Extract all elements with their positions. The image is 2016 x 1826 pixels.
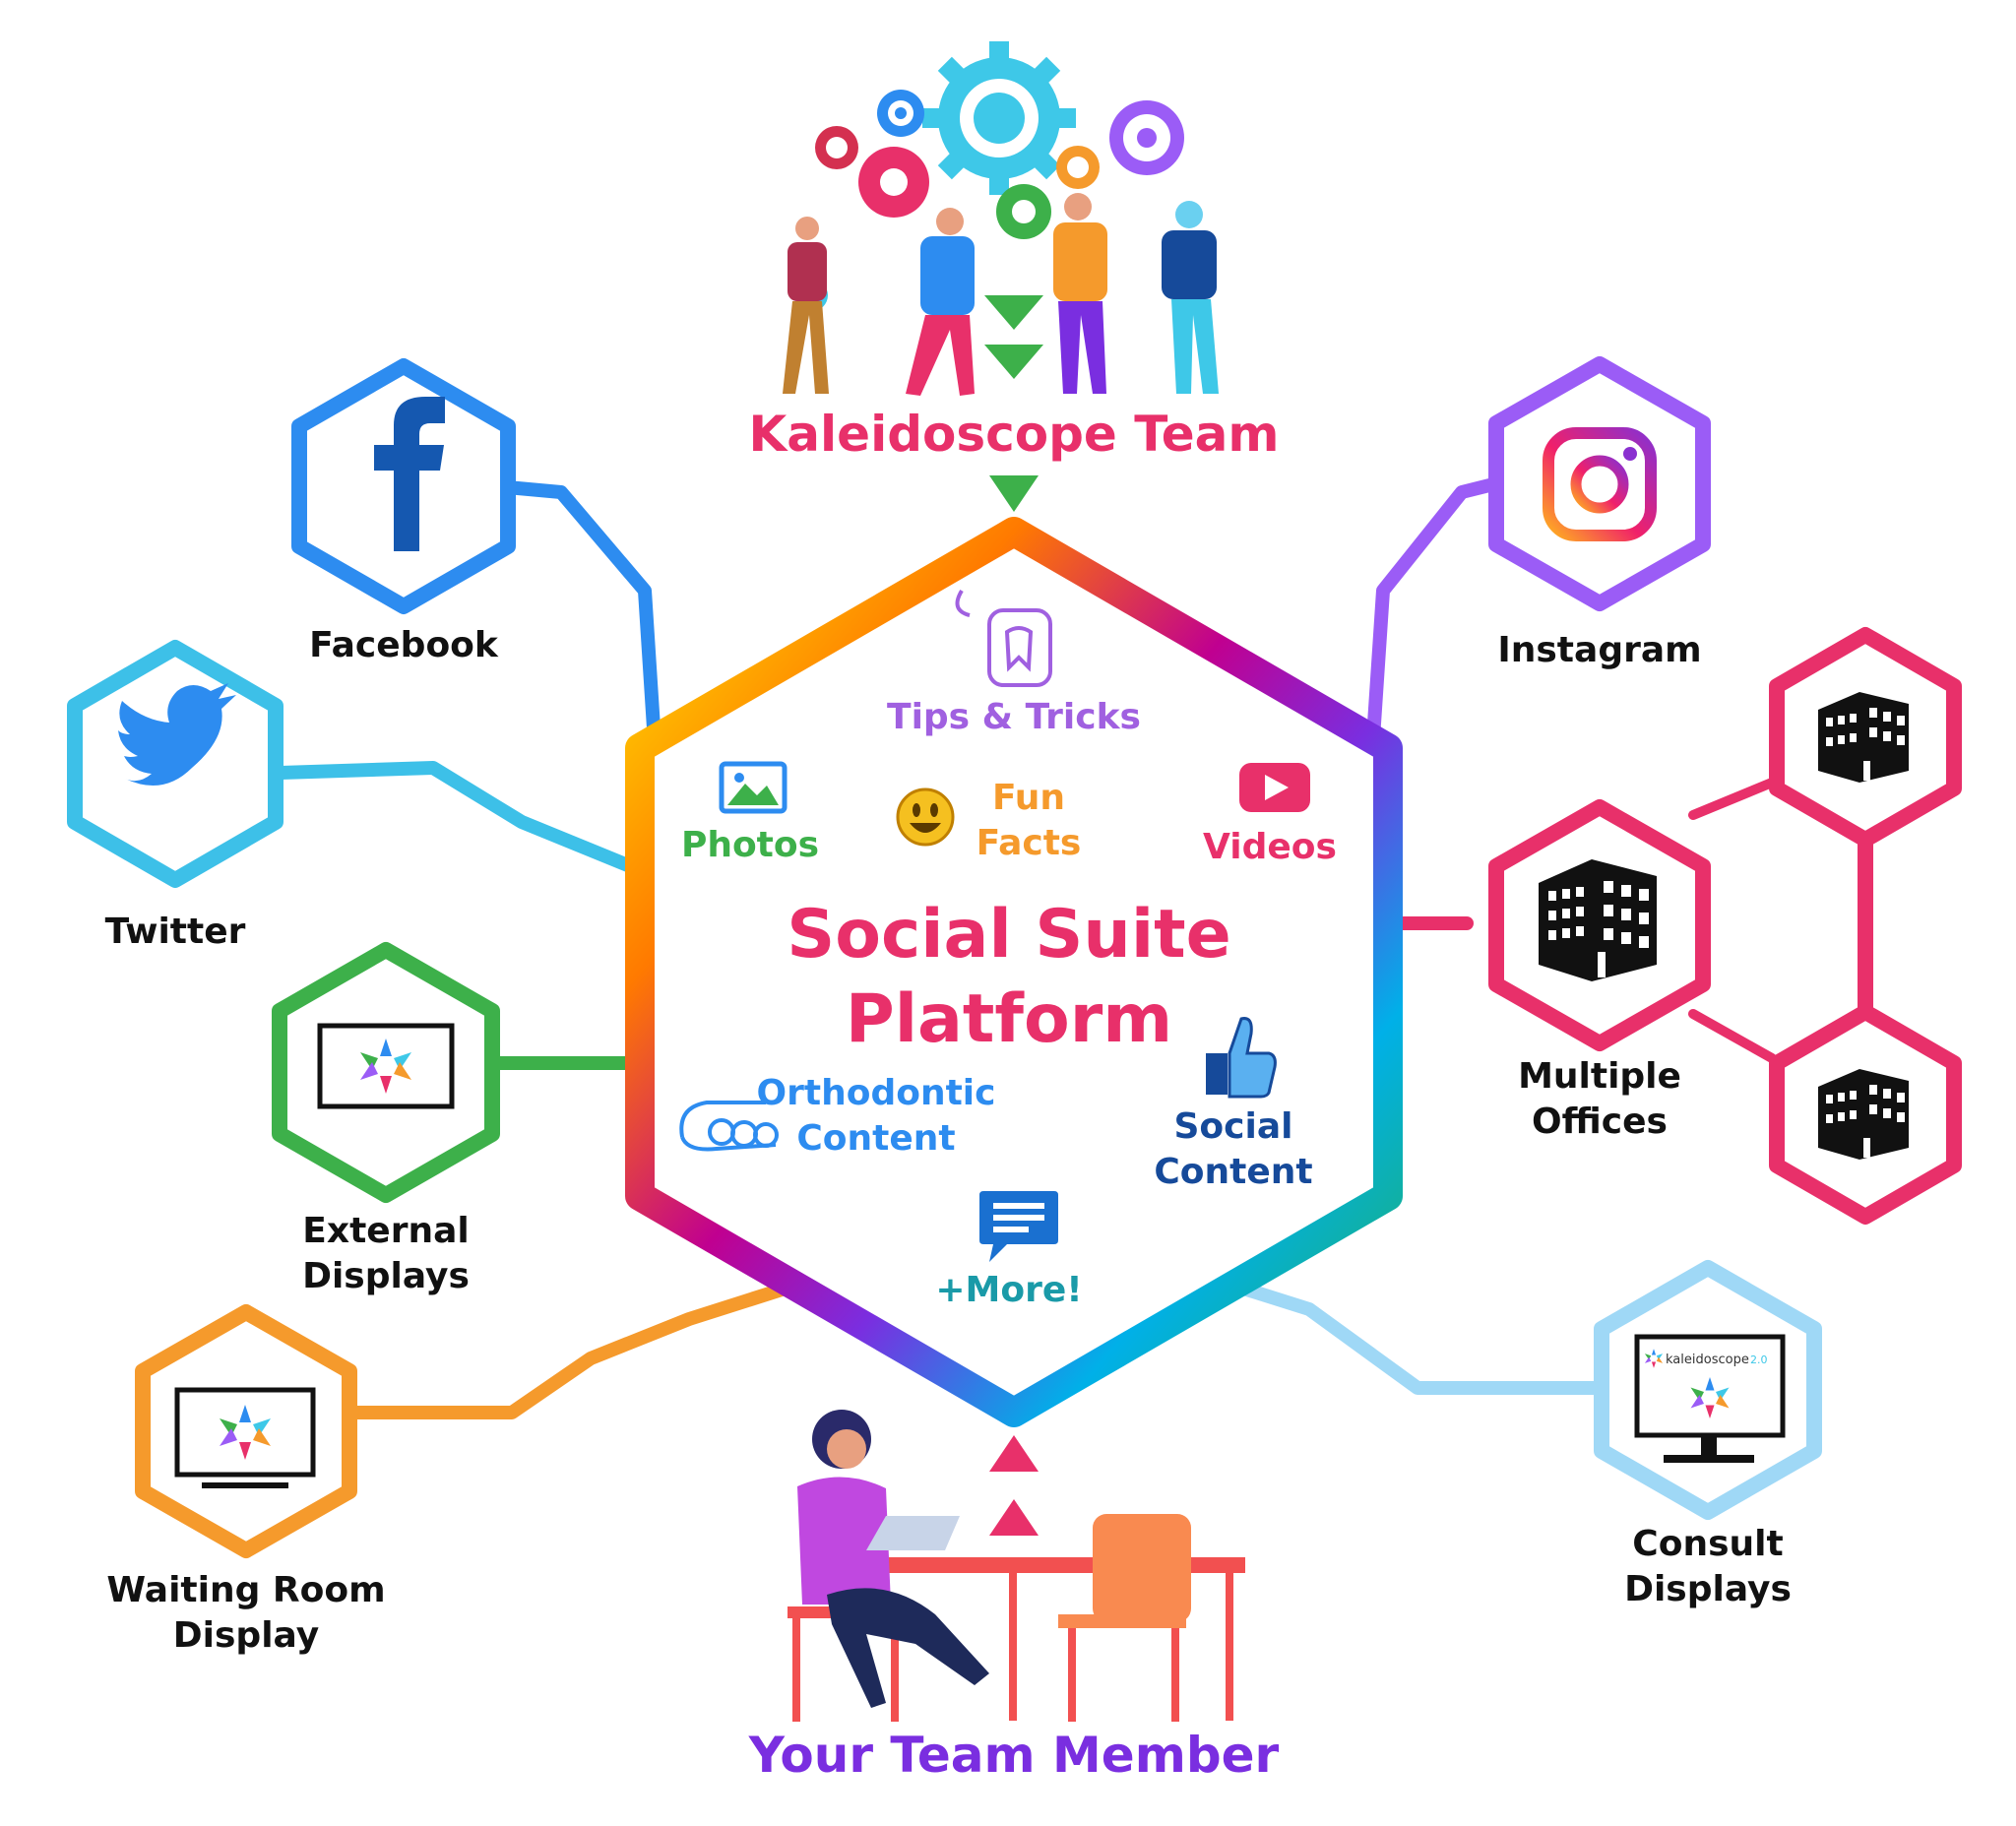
team-member-title: Your Team Member (748, 1727, 1280, 1784)
arrow-down-icon (989, 475, 1039, 512)
play-icon (1239, 763, 1310, 812)
instagram-node (1488, 356, 1711, 611)
photos-label: Photos (681, 825, 819, 865)
consult-screen-version: 2.0 (1750, 1354, 1768, 1366)
office-node (1769, 1004, 1962, 1225)
facebook-icon (374, 397, 445, 551)
ortho-label-line2: Content (796, 1118, 955, 1159)
aligner-icon (679, 1101, 779, 1152)
kaleidoscope-logo-icon (360, 1039, 411, 1094)
waiting-connector (347, 1278, 804, 1419)
waiting-label-line2: Display (173, 1615, 319, 1656)
platform-title-line1: Social Suite (787, 896, 1231, 974)
arrow-up-icon (989, 1435, 1039, 1472)
chat-icon (979, 1191, 1058, 1262)
kaleidoscope-logo-icon (1644, 1349, 1664, 1368)
gear-icon (815, 126, 858, 169)
facebook-node (291, 358, 516, 614)
instagram-connector (1366, 475, 1508, 745)
facebook-connector (500, 480, 662, 750)
consult-label-line2: Displays (1624, 1569, 1792, 1609)
external-label-line1: External (302, 1211, 469, 1251)
gear-icon (858, 147, 929, 218)
person-at-desk-illustration (788, 1410, 1245, 1722)
tv-icon (174, 1387, 316, 1478)
kaleidoscope-logo-icon (220, 1405, 271, 1460)
consult-connector (1209, 1273, 1621, 1395)
kaleidoscope-logo-icon (1690, 1377, 1730, 1418)
twitter-node (67, 640, 284, 888)
videos-label: Videos (1203, 827, 1337, 867)
facebook-label: Facebook (309, 625, 499, 665)
instagram-label: Instagram (1497, 630, 1701, 670)
building-icon (1818, 692, 1909, 783)
consult-screen-brand: kaleidoscope (1666, 1353, 1749, 1367)
waiting-room-node (135, 1304, 357, 1558)
instagram-icon (1543, 427, 1657, 541)
center-hexagon (625, 517, 1403, 1427)
arrow-down-icon (984, 295, 1043, 330)
external-displays-node (272, 942, 500, 1203)
team-illustration (783, 41, 1219, 396)
gear-icon (996, 184, 1051, 239)
photo-icon (719, 761, 788, 814)
person-figure (783, 217, 829, 394)
consult-label-line1: Consult (1632, 1524, 1783, 1564)
offices-label-line2: Offices (1532, 1102, 1668, 1142)
person-figure (1162, 201, 1219, 394)
multiple-offices-node (1488, 799, 1711, 1051)
fun-label-line1: Fun (992, 778, 1065, 818)
consult-displays-node: kaleidoscope 2.0 (1594, 1260, 1822, 1520)
fun-label-line2: Facts (976, 823, 1082, 863)
team-title: Kaleidoscope Team (749, 406, 1280, 463)
arrow-up-icon (989, 1499, 1039, 1536)
gear-icon (1109, 100, 1184, 175)
twitter-connector (274, 761, 637, 873)
waiting-label-line1: Waiting Room (106, 1570, 385, 1610)
office-link-bottom (1688, 1009, 1777, 1063)
platform-title-line2: Platform (846, 980, 1172, 1058)
ortho-label-line1: Orthodontic (757, 1073, 996, 1113)
person-figure (1053, 193, 1107, 394)
more-label: +More! (935, 1270, 1082, 1310)
social-label-line1: Social (1174, 1106, 1293, 1147)
twitter-label: Twitter (105, 912, 246, 952)
arrow-down-icon (984, 345, 1043, 379)
twitter-bird-icon (118, 683, 236, 786)
social-label-line2: Content (1154, 1152, 1312, 1192)
smiley-icon (896, 787, 955, 847)
building-icon (1818, 1069, 1909, 1160)
gear-icon (877, 90, 924, 137)
building-icon (1539, 859, 1657, 981)
connectors (274, 475, 1873, 1419)
person-figure (906, 208, 975, 396)
gear-icon (1056, 146, 1100, 189)
offices-label-line1: Multiple (1518, 1056, 1681, 1097)
external-label-line2: Displays (302, 1256, 470, 1296)
office-node (1769, 627, 1962, 848)
thumbs-up-icon (1206, 1017, 1277, 1099)
gear-icon (922, 41, 1076, 195)
tips-label: Tips & Tricks (887, 697, 1141, 737)
monitor-icon (317, 1023, 455, 1109)
floss-icon (955, 589, 1052, 687)
office-link-top (1688, 778, 1777, 820)
